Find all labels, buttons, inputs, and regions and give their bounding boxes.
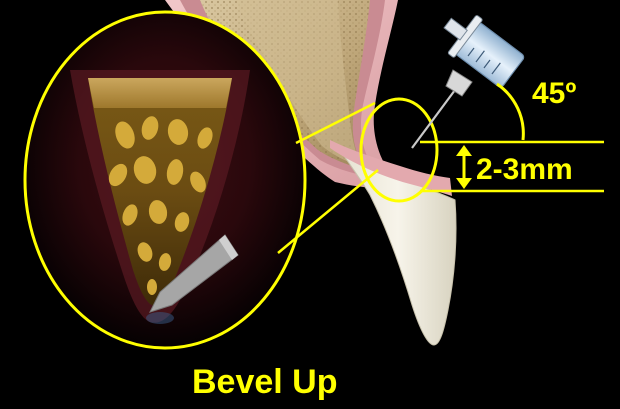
inset-tip-glow xyxy=(146,312,174,324)
magnified-inset xyxy=(25,12,305,348)
inset-cortical-plate xyxy=(88,78,232,108)
bevel-caption: Bevel Up xyxy=(192,363,338,401)
depth-label: 2-3mm xyxy=(476,153,573,186)
angle-label: 45º xyxy=(532,77,576,110)
